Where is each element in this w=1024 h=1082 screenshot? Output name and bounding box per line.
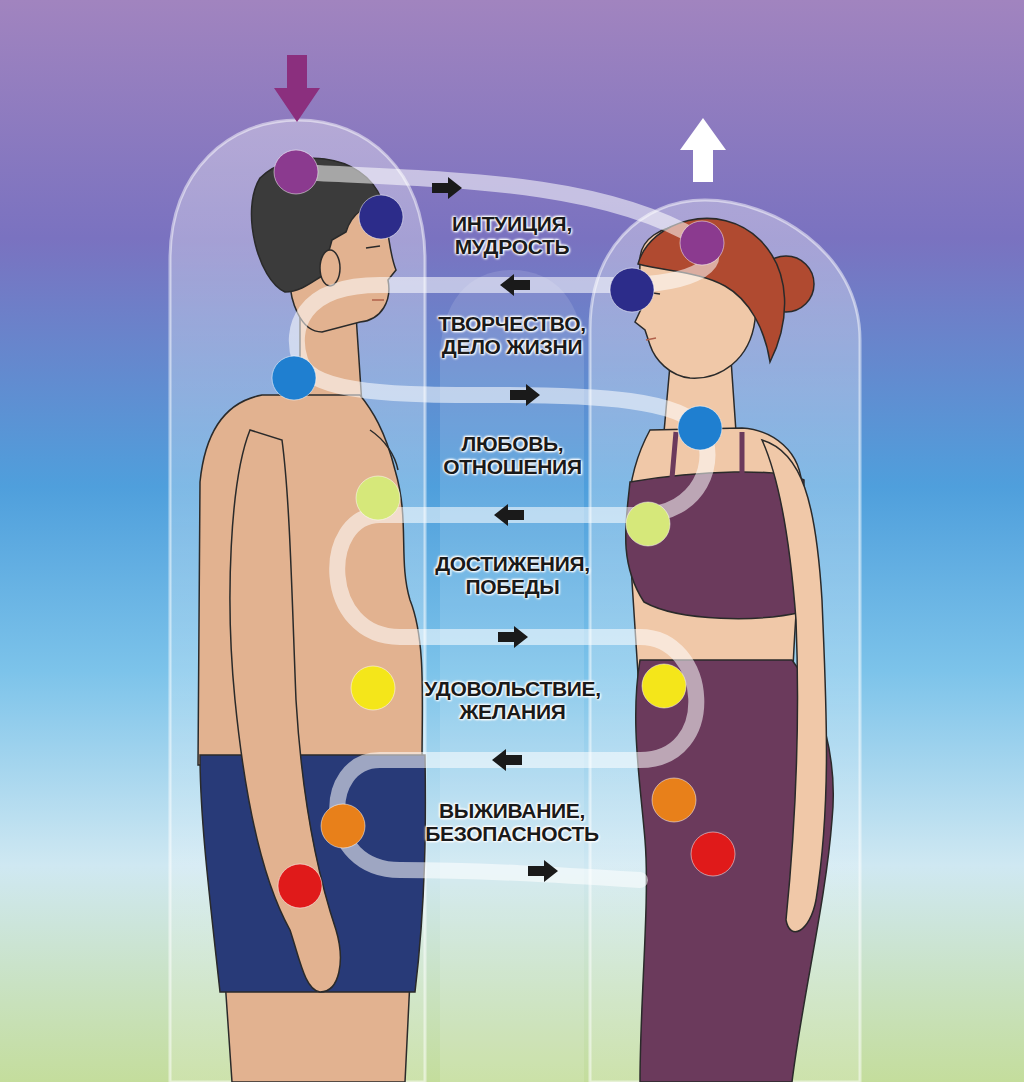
up-arrow <box>680 118 726 182</box>
chakra-label: ИНТУИЦИЯ, МУДРОСТЬ <box>452 212 572 258</box>
chakra-label: УДОВОЛЬСТВИЕ, ЖЕЛАНИЯ <box>424 677 601 723</box>
down-arrow <box>274 55 320 122</box>
woman-figure <box>626 218 834 1082</box>
chakra-label: ДОСТИЖЕНИЯ, ПОБЕДЫ <box>435 552 590 598</box>
chakra-dots <box>272 150 735 908</box>
flow-arrows <box>432 177 558 882</box>
aura <box>170 120 425 1082</box>
chakra-label: ТВОРЧЕСТВО, ДЕЛО ЖИЗНИ <box>438 312 586 358</box>
energy-flow <box>296 172 711 880</box>
chakra-label: ВЫЖИВАНИЕ, БЕЗОПАСНОСТЬ <box>425 799 599 845</box>
chakra-label: ЛЮБОВЬ, ОТНОШЕНИЯ <box>443 432 582 478</box>
